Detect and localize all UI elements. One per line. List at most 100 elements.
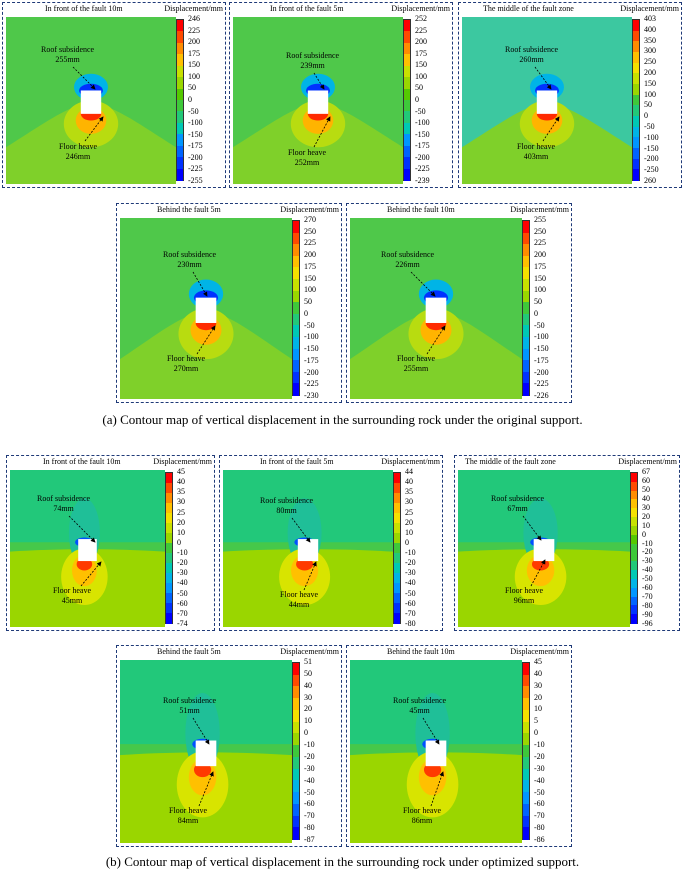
- legend-tick-label: -10: [534, 740, 545, 750]
- legend-tick-label: 50: [304, 297, 312, 307]
- legend-color-segment: [633, 94, 639, 107]
- legend-tick-label: -80: [304, 823, 315, 833]
- legend-tick-label: -20: [177, 558, 188, 568]
- contour-map: [458, 470, 630, 627]
- legend-tick-label: -30: [177, 568, 188, 578]
- legend-unit: Displacement/mm: [164, 4, 223, 13]
- panel-title: Behind the fault 10m: [387, 647, 455, 656]
- legend-color-segment: [404, 122, 410, 136]
- legend-tick-label: 175: [188, 48, 200, 58]
- legend-tick-label: 50: [304, 668, 312, 678]
- legend-tick-label: 45: [177, 467, 185, 476]
- legend-tick-label: -86: [534, 835, 545, 844]
- legend-color-segment: [523, 371, 529, 385]
- legend-tick-label: 25: [405, 507, 413, 517]
- panel-a3: The middle of the fault zone Displacemen…: [458, 2, 682, 188]
- legend-color-segment: [177, 168, 183, 181]
- legend-tick-label: -30: [642, 556, 653, 566]
- legend-tick-label: -30: [304, 763, 315, 773]
- legend-tick-label: -100: [304, 332, 319, 342]
- legend-color-segment: [631, 552, 637, 562]
- legend-color-segment: [404, 111, 410, 124]
- legend-color-segment: [523, 815, 529, 829]
- legend-color-segment: [631, 473, 637, 483]
- legend-tick-label: -20: [405, 558, 416, 568]
- roof-value: 239mm: [300, 61, 325, 70]
- legend-color-segment: [293, 383, 299, 396]
- legend-color-segment: [177, 31, 183, 44]
- panel-title: The middle of the fault zone: [465, 457, 556, 466]
- legend-color-segment: [404, 77, 410, 90]
- legend-color-segment: [394, 473, 400, 484]
- contour-field: [6, 17, 176, 184]
- legend-color-segment: [394, 553, 400, 564]
- legend-color-segment: [166, 603, 172, 614]
- legend-tick-label: -50: [304, 787, 315, 797]
- roof-label: Roof subsidence: [393, 696, 447, 705]
- legend-color-segment: [293, 663, 299, 676]
- panel-b1: In front of the fault 10m Displacement/m…: [6, 455, 215, 631]
- legend-tick-label: -225: [304, 379, 319, 389]
- legend-color-segment: [166, 523, 172, 534]
- legend-tick-label: -20: [534, 751, 545, 761]
- legend-tick-label: 200: [644, 68, 656, 77]
- legend-tick-label: 35: [177, 487, 185, 497]
- contour-field: [458, 470, 630, 627]
- legend-color-segment: [177, 88, 183, 101]
- legend-tick-label: -10: [642, 538, 653, 548]
- roadway-opening: [195, 740, 217, 767]
- legend-tick-label: -50: [644, 122, 655, 131]
- legend-tick-label: 225: [415, 25, 427, 35]
- legend-color-segment: [404, 168, 410, 181]
- legend-tick-label: -225: [415, 164, 430, 174]
- legend-tick-label: -80: [642, 601, 653, 611]
- legend-color-segment: [166, 593, 172, 604]
- legend-tick-label: 50: [642, 484, 650, 494]
- legend-tick-label: -200: [644, 154, 659, 164]
- legend-color-segment: [404, 20, 410, 33]
- legend-color-segment: [293, 756, 299, 770]
- legend-tick-label: 50: [415, 83, 423, 93]
- legend-color-segment: [633, 30, 639, 43]
- legend-color-segment: [633, 20, 639, 32]
- legend-tick-label: 100: [304, 285, 316, 295]
- legend-color-bar: [632, 19, 640, 181]
- legend-tick-label: 0: [177, 537, 181, 547]
- legend-color-segment: [166, 493, 172, 504]
- legend-tick-label: 40: [177, 477, 185, 487]
- legend-color-segment: [293, 686, 299, 700]
- legend-tick-label: 60: [642, 475, 650, 485]
- legend-color-segment: [631, 587, 637, 598]
- legend-color-segment: [177, 134, 183, 147]
- legend-color-segment: [523, 255, 529, 269]
- legend-tick-label: 50: [188, 83, 196, 93]
- legend-tick-label: 250: [644, 57, 656, 67]
- legend-color-segment: [631, 517, 637, 527]
- panel-title: In front of the fault 10m: [45, 4, 123, 13]
- legend-tick-label: 350: [644, 35, 656, 45]
- legend-color-segment: [631, 578, 637, 589]
- legend-color-segment: [404, 145, 410, 158]
- legend-tick-label: 100: [644, 89, 656, 99]
- legend-color-segment: [631, 570, 637, 580]
- legend-tick-label: 20: [304, 704, 312, 714]
- legend-tick-label: 100: [415, 71, 427, 81]
- legend-color-segment: [523, 221, 529, 234]
- floor-label: Floor heave: [59, 142, 97, 151]
- legend-tick-label: -50: [188, 106, 199, 116]
- legend-tick-label: 100: [534, 285, 546, 295]
- legend-tick-label: 260: [644, 176, 656, 185]
- legend-color-segment: [177, 145, 183, 158]
- panel-a2: In front of the fault 5m Displacement/mm…: [229, 2, 453, 188]
- legend-color-segment: [394, 593, 400, 604]
- legend-tick-label: -150: [415, 129, 430, 139]
- legend-tick-label: 10: [304, 716, 312, 726]
- legend-color-segment: [293, 709, 299, 723]
- legend-color-segment: [404, 54, 410, 67]
- legend-tick-label: -100: [188, 118, 203, 128]
